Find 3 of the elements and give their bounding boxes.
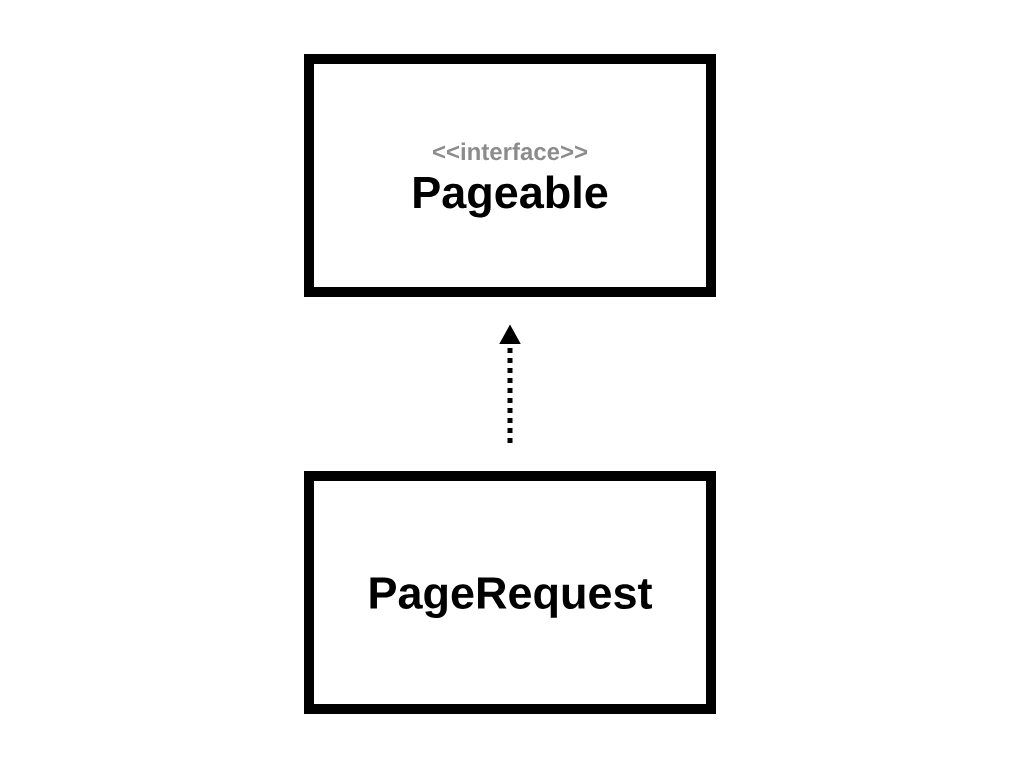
class-name: Pageable: [414, 175, 608, 218]
class-box: PageRequest: [304, 471, 716, 714]
stereotype-label: <<interface>>: [432, 142, 588, 161]
